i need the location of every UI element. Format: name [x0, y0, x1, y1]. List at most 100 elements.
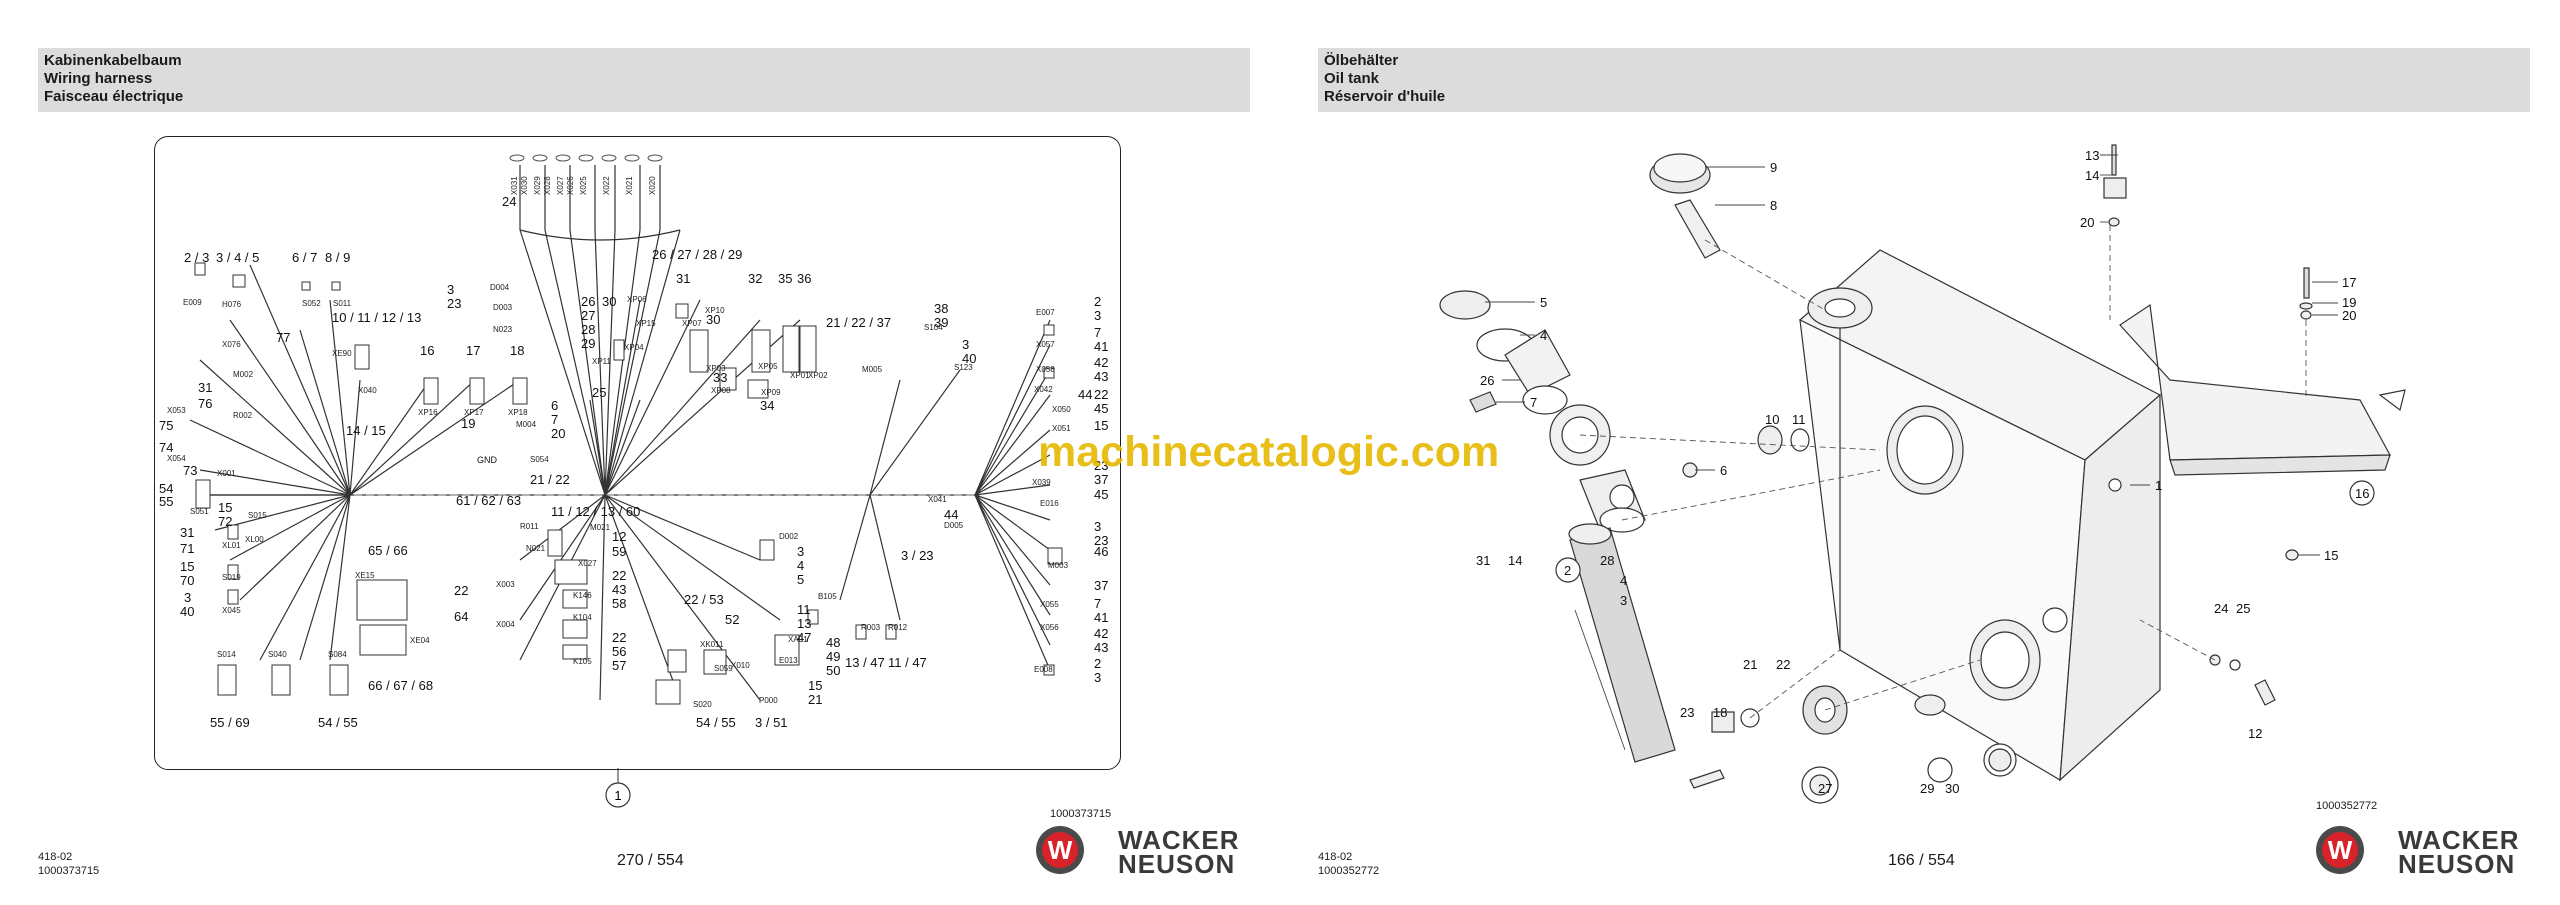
svg-text:X004: X004: [496, 620, 515, 629]
label: 10 / 11 / 12 / 13: [332, 310, 421, 325]
svg-text:N021: N021: [526, 544, 546, 553]
left-title-de: Kabinenkabelbaum: [44, 52, 182, 69]
right-footer-code-2: 1000352772: [1318, 865, 1380, 877]
label: 22: [612, 568, 626, 583]
wacker-neuson-logo: W WACKER NEUSON: [2316, 825, 2526, 877]
label: 56: [612, 644, 626, 659]
label: 26 / 27 / 28 / 29: [652, 247, 742, 262]
part-label: 29: [1920, 781, 1934, 796]
label: 31: [676, 271, 690, 286]
label: 18: [510, 343, 524, 358]
svg-text:E007: E007: [1036, 308, 1055, 317]
part-label: 11: [1792, 412, 1806, 427]
svg-text:K104: K104: [573, 613, 592, 622]
label: 15: [808, 678, 822, 693]
oil-tank-exploded-view: 9 8 5 4 26 7 10 11 6 1 31 14 2 28 4 3 13…: [1439, 144, 2406, 804]
label: 76: [198, 396, 212, 411]
part-label: 27: [1818, 781, 1832, 796]
part-label: 3: [1620, 593, 1627, 608]
label: 22: [612, 630, 626, 645]
label: 74: [159, 440, 173, 455]
svg-text:XP06: XP06: [627, 295, 647, 304]
label: 55: [159, 494, 173, 509]
label: 25: [592, 385, 606, 400]
svg-text:M004: M004: [516, 420, 537, 429]
part-label: 4: [1540, 328, 1547, 343]
label: 3 / 4 / 5: [216, 250, 259, 265]
label: 41: [1094, 610, 1108, 625]
svg-text:K105: K105: [573, 657, 592, 666]
left-footer-code: 418-02 1000373715: [38, 850, 99, 878]
part-label: 10: [1765, 412, 1779, 427]
part-label: 25: [2236, 601, 2250, 616]
svg-text:X026: X026: [566, 176, 575, 195]
svg-text:S052: S052: [302, 299, 321, 308]
svg-text:X058: X058: [1036, 365, 1055, 374]
svg-text:XP08: XP08: [711, 386, 731, 395]
label: 43: [1094, 640, 1108, 655]
label: 21 / 22: [530, 472, 570, 487]
label: 50: [826, 663, 840, 678]
label: 47: [797, 630, 811, 645]
svg-text:XA01: XA01: [788, 635, 808, 644]
wiring-harness-diagram: 1 24 2 / 3 3 / 4 / 5 6 / 7 8 / 9 26 / 27…: [159, 154, 1108, 808]
svg-text:X027: X027: [556, 176, 565, 195]
label: 33: [713, 370, 727, 385]
svg-text:XP05: XP05: [758, 362, 778, 371]
svg-text:X027: X027: [578, 559, 597, 568]
svg-text:E016: E016: [1040, 499, 1059, 508]
logo-text-1: WACKER: [2398, 825, 2520, 855]
part-label: 13: [2085, 148, 2099, 163]
label: 12: [612, 529, 626, 544]
svg-text:XP18: XP18: [508, 408, 528, 417]
label: 14 / 15: [346, 423, 386, 438]
label: 2 / 3: [184, 250, 209, 265]
left-page: Kabinenkabelbaum Wiring harness Faisceau…: [38, 48, 1250, 878]
svg-text:XK011: XK011: [700, 640, 724, 649]
label: 48: [826, 635, 840, 650]
svg-text:S051: S051: [190, 507, 209, 516]
label: 23: [447, 296, 461, 311]
left-footer-code-2: 1000373715: [38, 865, 100, 877]
svg-text:H076: H076: [222, 300, 242, 309]
label: 2: [1094, 294, 1101, 309]
label: 3: [1094, 519, 1101, 534]
svg-text:XP09: XP09: [761, 388, 781, 397]
svg-text:E013: E013: [779, 656, 798, 665]
label: 41: [1094, 339, 1108, 354]
label: 26: [581, 294, 595, 309]
left-page-number: 270 / 554: [617, 852, 684, 869]
label: 7: [1094, 325, 1101, 340]
part-label: 8: [1770, 198, 1777, 213]
svg-text:X057: X057: [1036, 340, 1055, 349]
label: 3: [184, 590, 191, 605]
svg-text:XP07: XP07: [682, 319, 702, 328]
label: 45: [1094, 401, 1108, 416]
part-label: 20: [2342, 308, 2356, 323]
svg-text:XP01: XP01: [790, 371, 810, 380]
callout-1-label: 1: [614, 788, 621, 803]
label: 54 / 55: [318, 715, 358, 730]
label: 6: [551, 398, 558, 413]
label: 46: [1094, 544, 1108, 559]
svg-text:XL00: XL00: [245, 535, 264, 544]
part-label: 12: [2248, 726, 2262, 741]
svg-text:R003: R003: [861, 623, 881, 632]
label: 75: [159, 418, 173, 433]
label: 22 / 53: [684, 592, 724, 607]
label: 19: [461, 416, 475, 431]
label: 3: [797, 544, 804, 559]
left-header: Kabinenkabelbaum Wiring harness Faisceau…: [38, 48, 1250, 112]
part-label: 23: [1680, 705, 1694, 720]
svg-text:X050: X050: [1052, 405, 1071, 414]
label: 39: [934, 315, 948, 330]
label: 57: [612, 658, 626, 673]
label: 31: [198, 380, 212, 395]
label: 52: [725, 612, 739, 627]
svg-text:X010: X010: [731, 661, 750, 670]
svg-text:S014: S014: [217, 650, 236, 659]
svg-text:S019: S019: [222, 573, 241, 582]
label: 42: [1094, 626, 1108, 641]
part-label: 4: [1620, 573, 1627, 588]
svg-text:X041: X041: [928, 495, 947, 504]
